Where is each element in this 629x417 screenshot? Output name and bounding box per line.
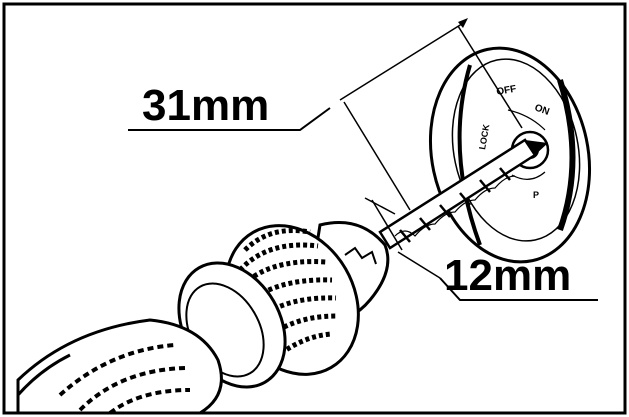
- drill-body: [16, 318, 223, 415]
- dial-lock-label: LOCK: [477, 123, 491, 150]
- dial-pin-label: P: [533, 190, 539, 200]
- dimension-12mm: [364, 197, 598, 301]
- dial-on-label: ON: [533, 102, 551, 117]
- dimension-12mm-label: 12mm: [444, 251, 571, 300]
- drill-chuck: [177, 221, 390, 389]
- dimension-31mm: [128, 18, 523, 211]
- dimension-31mm-label: 31mm: [142, 81, 269, 130]
- drill-bit: [378, 138, 548, 250]
